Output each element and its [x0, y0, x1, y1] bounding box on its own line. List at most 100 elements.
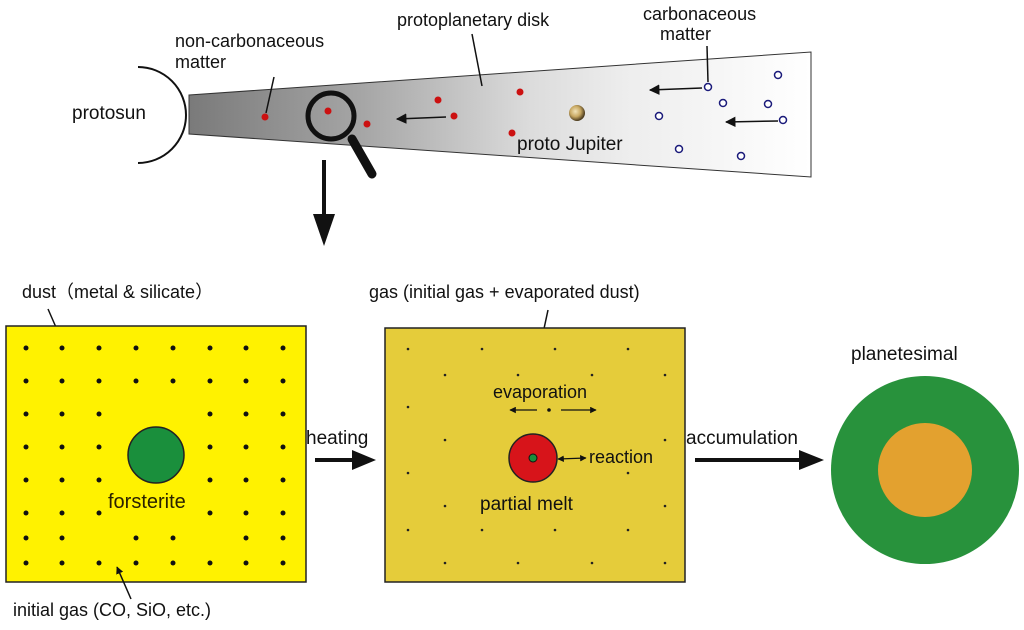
- initial-gas-label: initial gas (CO, SiO, etc.): [13, 600, 211, 620]
- planetesimal-label: planetesimal: [851, 344, 958, 365]
- red-particle: [434, 96, 442, 104]
- blue-particle: [654, 111, 664, 121]
- dust-dot: [59, 411, 65, 417]
- dust-dot: [23, 535, 29, 541]
- blue-particle: [703, 82, 713, 92]
- heating-label: heating: [306, 428, 368, 449]
- dust-dot: [243, 477, 249, 483]
- dust-dot: [23, 510, 29, 516]
- zoom-down-arrow: [313, 160, 335, 246]
- dust-dot: [207, 345, 213, 351]
- protosun-arc: [137, 66, 187, 164]
- dust-dot: [170, 378, 176, 384]
- dust-dot: [280, 444, 286, 450]
- drift-arrow-blue-upper: [648, 84, 703, 95]
- dust-dot: [170, 535, 176, 541]
- dust-dot: [59, 510, 65, 516]
- dust-dot: [207, 510, 213, 516]
- carbonaceous-label: carbonaceous matter: [643, 4, 761, 44]
- blue-particle: [778, 115, 788, 125]
- accumulation-arrow: [695, 450, 824, 470]
- dust-dot: [280, 345, 286, 351]
- drift-arrow-red: [395, 113, 447, 124]
- dust-dot: [59, 345, 65, 351]
- dust-dot: [243, 535, 249, 541]
- blue-particle: [773, 70, 783, 80]
- dust-dot: [133, 535, 139, 541]
- proto-jupiter: [569, 105, 585, 121]
- gas-particles: [406, 347, 667, 565]
- gas-dot: [553, 528, 557, 532]
- gas-dot: [480, 528, 484, 532]
- blue-particle: [763, 99, 773, 109]
- gas-dot: [590, 561, 594, 565]
- dust-dot: [207, 378, 213, 384]
- evaporation-label: evaporation: [493, 382, 587, 402]
- dust-dot: [243, 510, 249, 516]
- gas-dot: [663, 373, 667, 377]
- dust-dot: [96, 560, 102, 566]
- gas-dot: [443, 373, 447, 377]
- dust-dot: [96, 477, 102, 483]
- forsterite-label: forsterite: [108, 491, 186, 513]
- gas-dot: [480, 347, 484, 351]
- dust-dot: [59, 378, 65, 384]
- non-carbonaceous-line-2: matter: [175, 52, 226, 72]
- dust-dot: [59, 477, 65, 483]
- dust-dot: [96, 411, 102, 417]
- dust-dot: [243, 411, 249, 417]
- dust-dot: [170, 560, 176, 566]
- dust-dot: [96, 510, 102, 516]
- dust-dot: [207, 444, 213, 450]
- dust-dot: [207, 560, 213, 566]
- gas-dot: [443, 561, 447, 565]
- partial-melt-label: partial melt: [480, 494, 574, 515]
- gas-dot: [516, 373, 520, 377]
- red-particle: [261, 113, 269, 121]
- dust-dot: [280, 560, 286, 566]
- drift-arrow-blue-lower: [724, 116, 779, 128]
- red-particle: [450, 112, 458, 120]
- proto-jupiter-label: proto Jupiter: [517, 134, 623, 155]
- non-carbonaceous-particles: [261, 88, 524, 137]
- carbonaceous-pointer: [706, 45, 709, 83]
- blue-particle: [674, 144, 684, 154]
- dust-dot: [243, 444, 249, 450]
- dust-dot: [207, 411, 213, 417]
- non-carbonaceous-line-1: non-carbonaceous: [175, 31, 324, 51]
- gas-dot: [443, 504, 447, 508]
- gas-dot: [516, 561, 520, 565]
- blue-particle: [736, 151, 746, 161]
- blue-particle: [718, 98, 728, 108]
- reaction-arrow: [557, 454, 587, 463]
- gas-dot: [590, 373, 594, 377]
- gas-dot: [626, 471, 630, 475]
- dust-dot: [170, 345, 176, 351]
- gas-dot: [406, 471, 410, 475]
- dust-dot: [96, 378, 102, 384]
- dust-dot: [23, 477, 29, 483]
- dust-dot: [280, 510, 286, 516]
- protoplanetary-disk: [188, 51, 812, 178]
- initial-gas-pointer: [116, 566, 132, 600]
- dust-dot: [96, 345, 102, 351]
- dust-dot: [243, 560, 249, 566]
- carbonaceous-line-1: carbonaceous: [643, 4, 756, 24]
- accumulation-label: accumulation: [686, 428, 798, 449]
- carbonaceous-line-2: matter: [660, 24, 711, 44]
- dust-dot: [243, 345, 249, 351]
- evaporating-grain: [547, 408, 551, 412]
- gas-dot: [443, 438, 447, 442]
- gas-dot: [553, 347, 557, 351]
- gas-label: gas (initial gas + evaporated dust): [369, 282, 640, 302]
- forsterite-core: [528, 453, 538, 463]
- dust-dot: [280, 477, 286, 483]
- dust-dot: [23, 444, 29, 450]
- red-particle: [508, 129, 516, 137]
- dust-dot: [280, 378, 286, 384]
- dust-dot: [280, 535, 286, 541]
- dust-label: dust（metal & silicate）: [22, 282, 213, 302]
- gas-dot: [626, 528, 630, 532]
- gas-dot: [406, 347, 410, 351]
